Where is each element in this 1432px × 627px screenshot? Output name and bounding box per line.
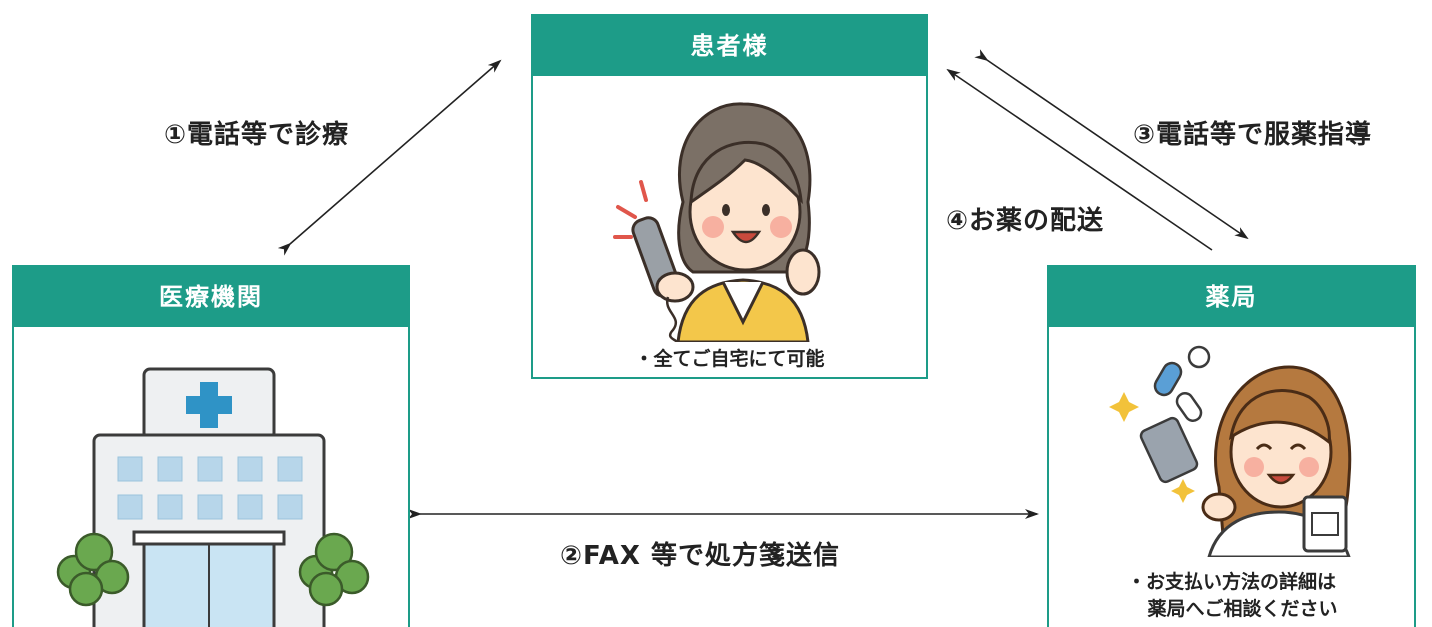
step4-label: ④お薬の配送 xyxy=(946,206,1105,236)
pharmacy-box: 薬局 xyxy=(1047,265,1416,627)
patient-note: ・全てご自宅にて可能 xyxy=(634,348,825,370)
hospital-building-illustration xyxy=(56,367,370,627)
pharmacy-note-line1: ・お支払い方法の詳細は xyxy=(1126,571,1336,593)
pharmacy-note: ・お支払い方法の詳細は 薬局へご相談ください xyxy=(1049,569,1414,623)
patient-title: 患者様 xyxy=(533,16,926,76)
arrow-delivery xyxy=(946,68,1213,251)
clinic-title: 医療機関 xyxy=(14,267,408,327)
patient-box: 患者様 xyxy=(531,14,928,379)
woman-on-phone-illustration xyxy=(613,102,821,342)
clinic-box: 医療機関 xyxy=(12,265,410,627)
pharmacy-title: 薬局 xyxy=(1049,267,1414,327)
arrow-guidance xyxy=(974,49,1249,240)
step1-label: ①電話等で診療 xyxy=(164,120,350,150)
pharmacy-note-line2: 薬局へご相談ください xyxy=(1147,598,1338,620)
arrow-clinic-patient xyxy=(277,59,502,256)
step3-label: ③電話等で服薬指導 xyxy=(1133,120,1373,150)
pharmacist-with-medicine-illustration xyxy=(1109,345,1352,557)
step2-label: ②FAX 等で処方箋送信 xyxy=(560,541,841,571)
